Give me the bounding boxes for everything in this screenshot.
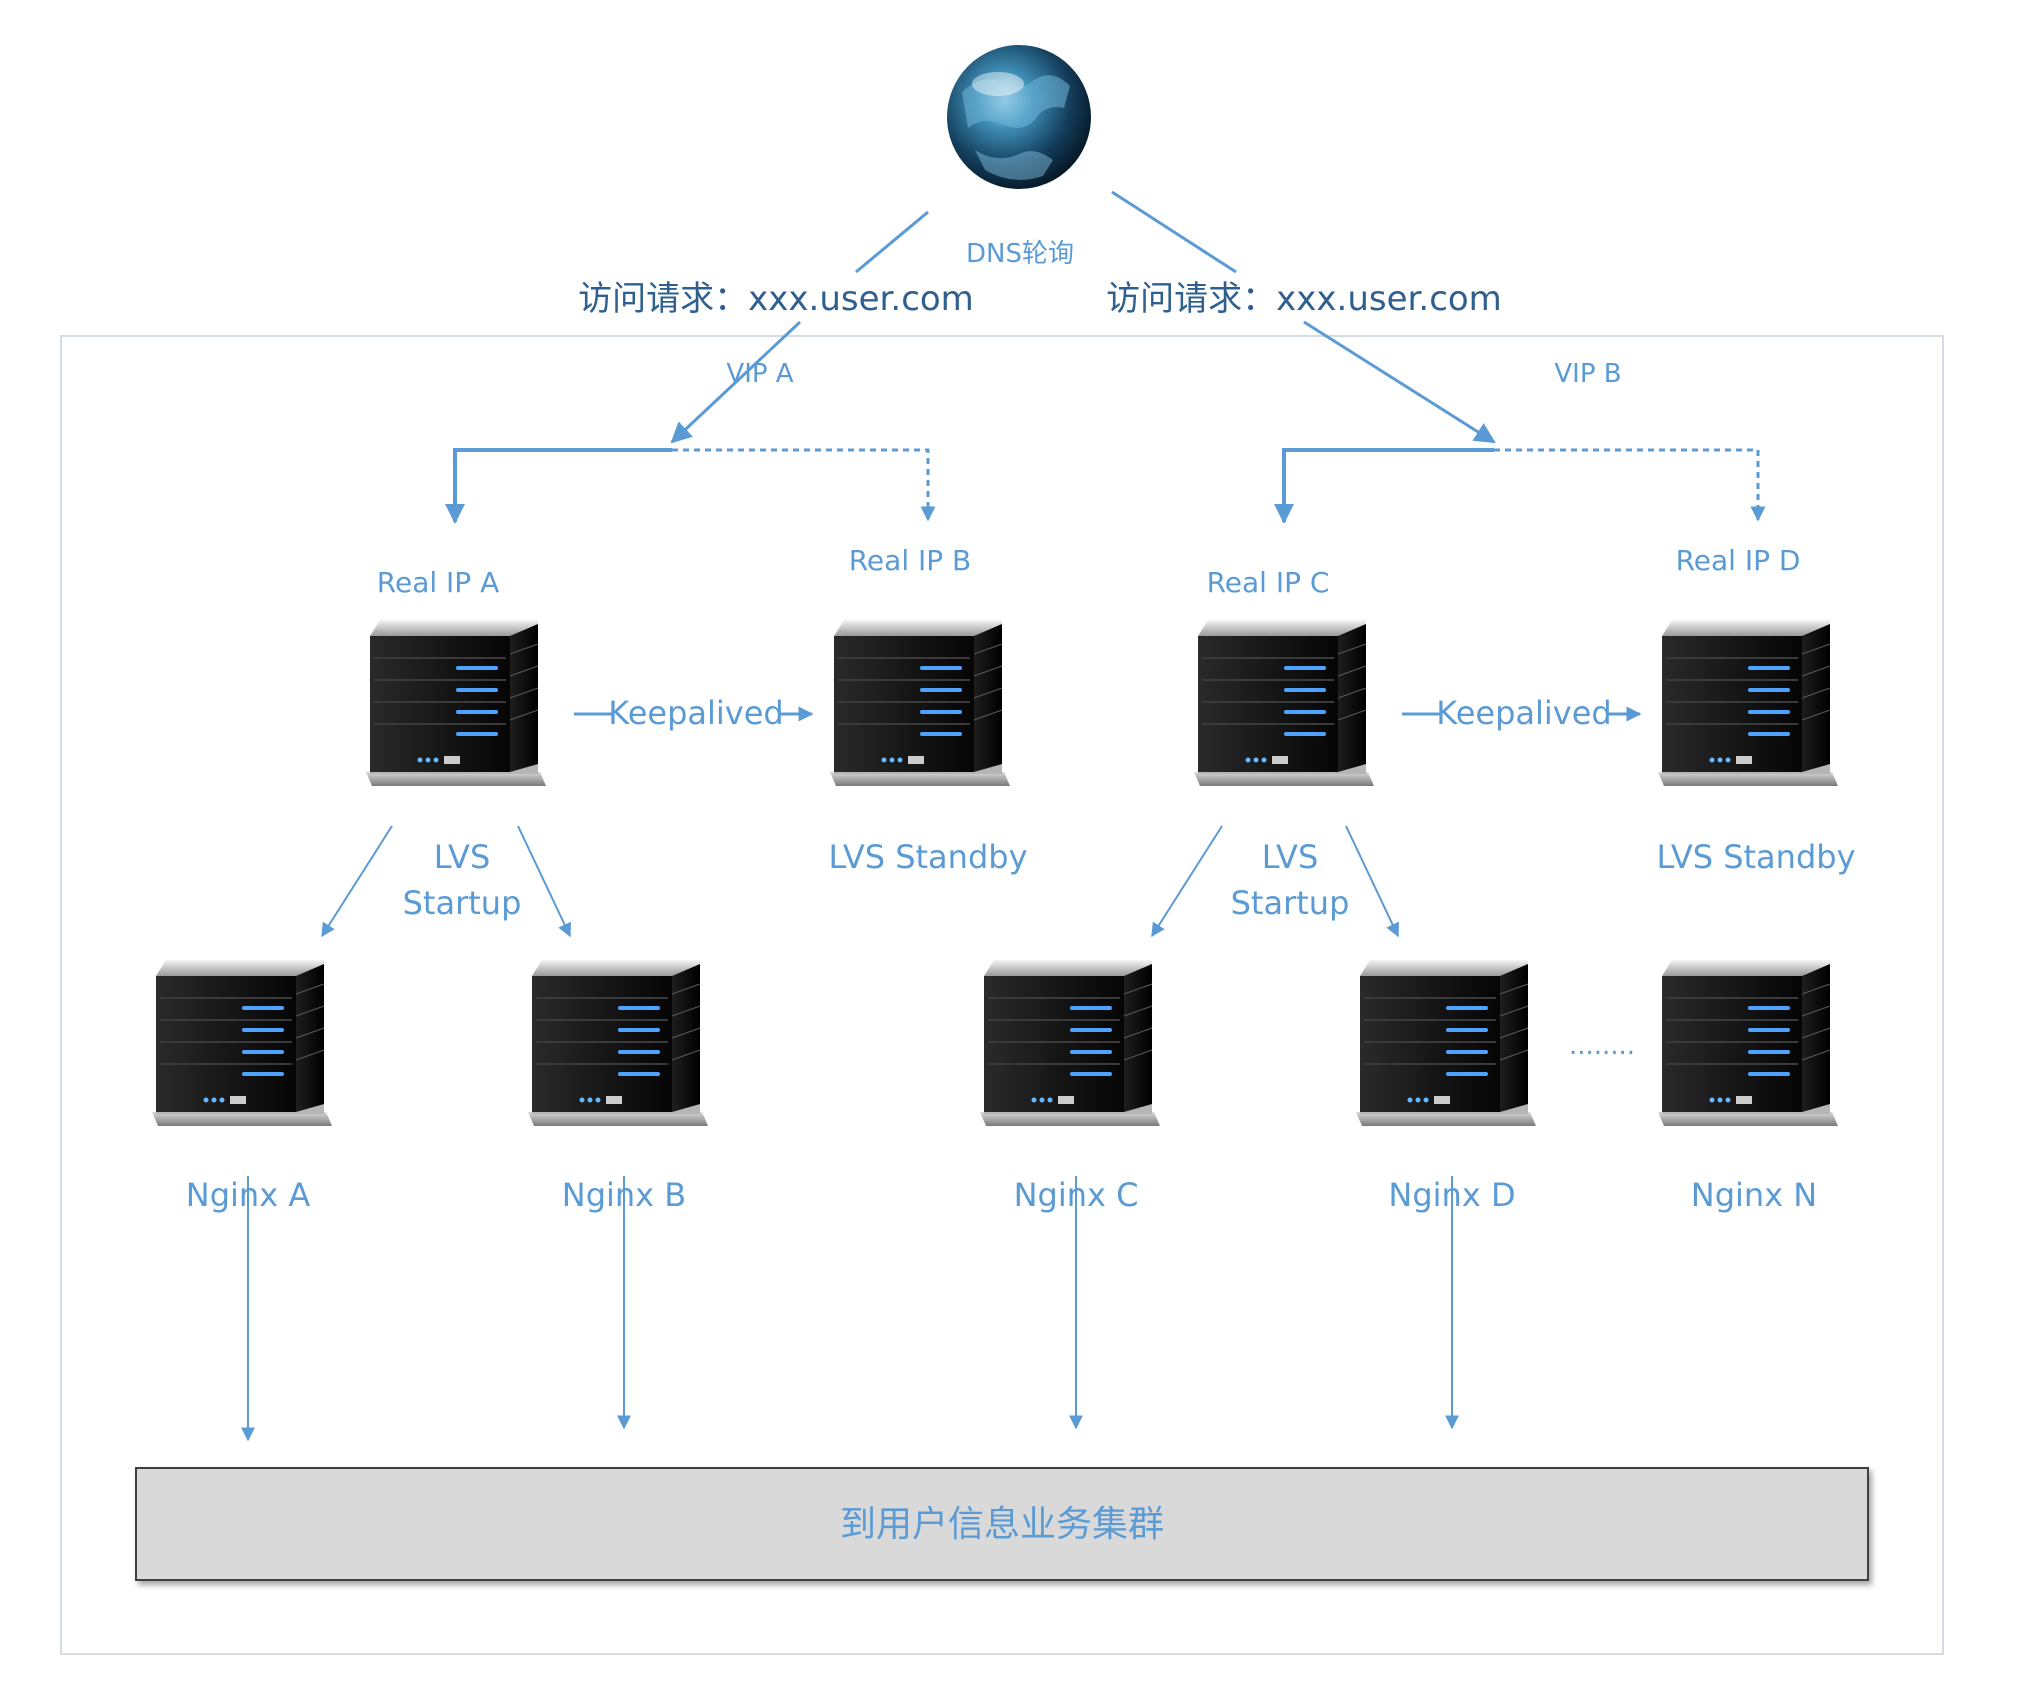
lvs-startup-label-c-line1: LVS [1262, 838, 1319, 876]
lvs-startup-label-a-line2: Startup [403, 884, 522, 922]
server-icon [151, 959, 333, 1127]
server-icon [1355, 959, 1537, 1127]
keepalived-link-right: Keepalived [1402, 694, 1642, 732]
route-to-real-ip-c [1274, 448, 1494, 524]
route-to-real-ip-a [445, 448, 672, 524]
server-icon [527, 959, 709, 1127]
arrow-lvs-to-nginx-c [1151, 825, 1223, 938]
keepalived-label: Keepalived [608, 694, 783, 732]
vip-a-label: VIP A [726, 359, 793, 389]
server-icon [1193, 619, 1375, 787]
dns-line-right [1111, 190, 1237, 274]
keepalived-label: Keepalived [1436, 694, 1611, 732]
frame-border [60, 335, 1944, 1655]
vip-b-label: VIP B [1554, 359, 1621, 389]
nginx-label-n: Nginx N [1691, 1176, 1817, 1214]
lvs-standby-label-b: LVS Standby [829, 838, 1028, 876]
real-ip-a-label: Real IP A [377, 566, 499, 599]
server-icon [829, 619, 1011, 787]
server-icon [979, 959, 1161, 1127]
request-label-right: 访问请求：xxx.user.com [1106, 279, 1502, 319]
ellipsis-connector: ........ [1569, 1031, 1635, 1061]
keepalived-link-left: Keepalived [574, 694, 814, 732]
real-ip-b-label: Real IP B [849, 544, 972, 577]
route-to-real-ip-b [672, 448, 936, 522]
route-to-real-ip-d [1494, 448, 1766, 522]
arrow-lvs-to-nginx-a [321, 825, 393, 938]
vip-a-arrow [670, 320, 802, 444]
arrow-lvs-to-nginx-b [517, 825, 571, 938]
lvs-startup-label-a-line1: LVS [434, 838, 491, 876]
user-info-cluster-box [135, 1467, 1869, 1581]
real-ip-c-label: Real IP C [1207, 566, 1330, 599]
request-label-left: 访问请求：xxx.user.com [578, 279, 974, 319]
globe-icon [947, 45, 1091, 189]
lvs-standby-label-d: LVS Standby [1657, 838, 1856, 876]
server-icon [365, 619, 547, 787]
lvs-startup-label-c-line2: Startup [1231, 884, 1350, 922]
server-icon [1657, 959, 1839, 1127]
server-icon [1657, 619, 1839, 787]
dns-label: DNS轮询 [966, 239, 1074, 269]
user-info-cluster-label: 到用户信息业务集群 [840, 1504, 1164, 1545]
dns-line-left [855, 210, 929, 274]
real-ip-d-label: Real IP D [1676, 544, 1801, 577]
arrow-lvs-to-nginx-d [1345, 825, 1399, 938]
vip-b-arrow [1303, 320, 1496, 444]
